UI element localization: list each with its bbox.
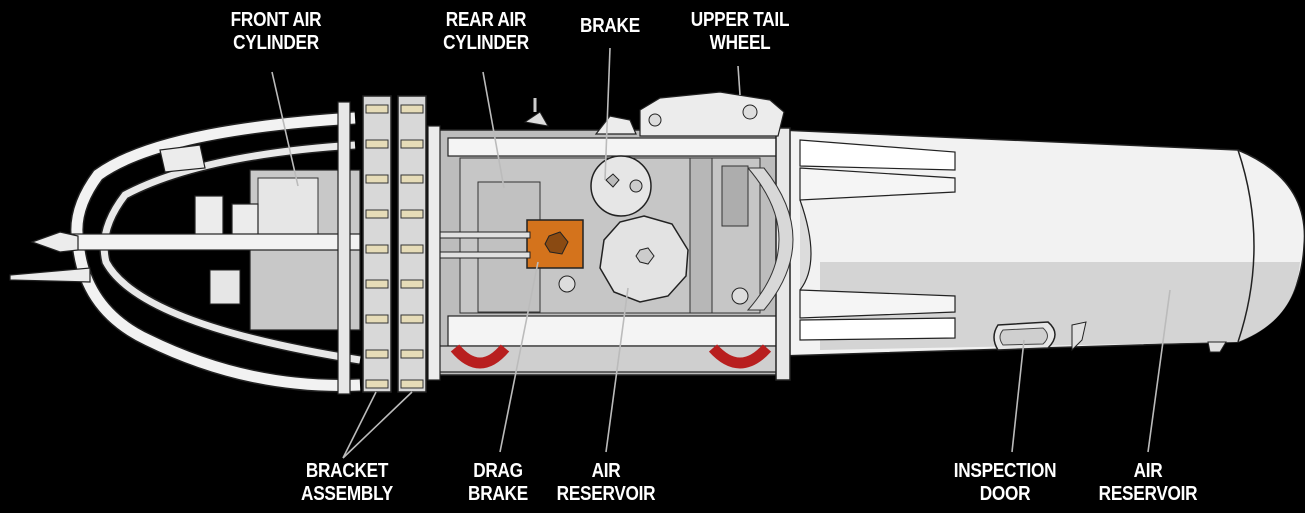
bracket-plate-block [400, 139, 424, 149]
label-air-reservoir-right: AIR RESERVOIR [1098, 460, 1198, 506]
label-air-reservoir-center: AIR RESERVOIR [556, 460, 656, 506]
bracket-plate-block [365, 104, 389, 114]
label-line: RESERVOIR [556, 483, 656, 505]
label-line: CYLINDER [233, 32, 319, 54]
label-line: ASSEMBLY [301, 483, 393, 505]
label-line: FRONT AIR [230, 9, 322, 31]
bracket-plate-block [400, 279, 424, 289]
label-inspection-door: INSPECTION DOOR [949, 460, 1061, 506]
leader-upper-tail-wheel [737, 65, 741, 96]
label-line: BRACKET [305, 460, 389, 482]
bracket-plate-block [365, 139, 389, 149]
upper-tail-wheel [523, 91, 785, 137]
bracket-assembly [337, 95, 441, 395]
front-cage [9, 111, 361, 393]
bracket-plate-block [400, 104, 424, 114]
label-line: DOOR [979, 483, 1031, 505]
bracket-plate-block [365, 379, 389, 389]
label-rear-air-cylinder: REAR AIR CYLINDER [434, 9, 537, 55]
label-line: BRAKE [468, 483, 528, 505]
label-bracket-assembly: BRACKET ASSEMBLY [300, 460, 395, 506]
bracket-plate-block [365, 209, 389, 219]
label-brake: BRAKE [576, 15, 645, 38]
label-front-air-cylinder: FRONT AIR CYLINDER [224, 9, 327, 55]
label-line: DRAG [473, 460, 523, 482]
leader-front-air-cylinder [271, 71, 299, 187]
label-line: WHEEL [709, 32, 771, 54]
leader-lines [271, 47, 1171, 459]
bracket-plate-block [365, 279, 389, 289]
center-air-reservoir [599, 215, 689, 303]
leader-inspection-door [1011, 339, 1025, 453]
leader-drag-brake [499, 261, 539, 453]
label-line: AIR [1133, 460, 1163, 482]
inspection-door [993, 321, 1056, 351]
label-line: REAR AIR [445, 9, 527, 31]
label-line: UPPER TAIL [690, 9, 790, 31]
bracket-plate-block [400, 314, 424, 324]
label-drag-brake: DRAG BRAKE [464, 460, 533, 506]
red-wheels [450, 344, 772, 369]
bracket-plate-block [400, 209, 424, 219]
bracket-plate-block [365, 349, 389, 359]
brake-disc [590, 155, 652, 217]
leader-rear-air-cylinder [482, 71, 505, 189]
bracket-plate-block [365, 244, 389, 254]
bracket-plate-block [365, 174, 389, 184]
air-reservoir-body [779, 129, 1305, 357]
leader-air-reservoir-right [1147, 289, 1171, 453]
leader-brake [604, 47, 611, 181]
bracket-plate-block [400, 244, 424, 254]
label-line: RESERVOIR [1098, 483, 1198, 505]
label-line: BRAKE [580, 15, 640, 37]
bracket-plate-block [365, 314, 389, 324]
label-line: CYLINDER [443, 32, 529, 54]
bracket-plate-block [400, 349, 424, 359]
label-line: AIR [591, 460, 621, 482]
leader-air-reservoir-center [605, 287, 629, 453]
leader-bracket-assembly-b [342, 391, 413, 459]
drag-brake [526, 219, 584, 269]
label-upper-tail-wheel: UPPER TAIL WHEEL [688, 9, 791, 55]
label-line: INSPECTION [953, 460, 1057, 482]
bracket-plate-block [400, 379, 424, 389]
central-housing [437, 127, 794, 381]
bracket-plate-block [400, 174, 424, 184]
leader-bracket-assembly-a [342, 391, 377, 459]
